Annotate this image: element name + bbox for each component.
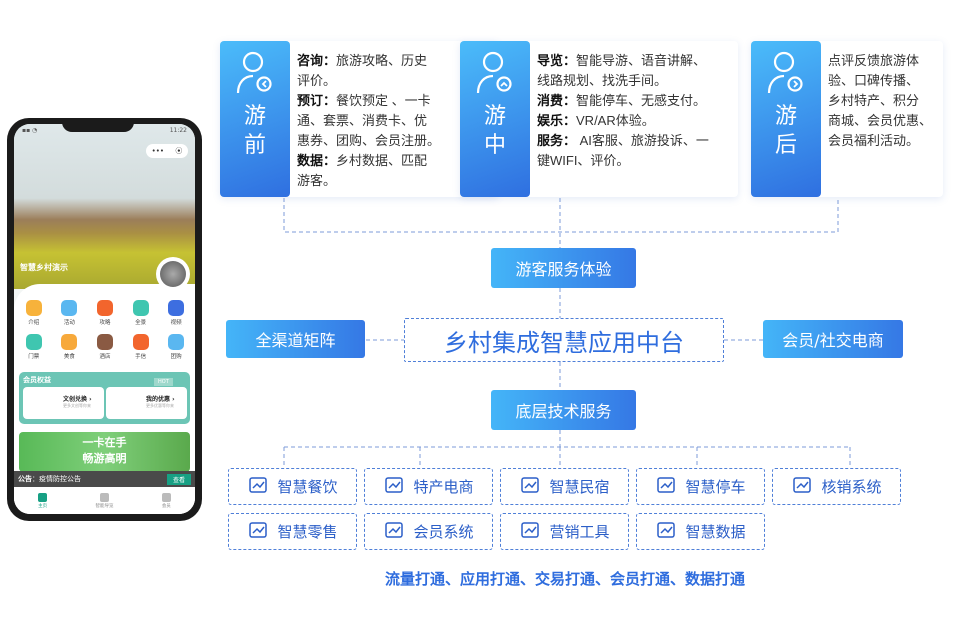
phone-mockup: ▪▪ ◔11:22 ••• ⦿ 智慧乡村演示 介绍活动攻略全景视频门票美食酒店手信… (7, 118, 202, 521)
stage-description: 咨询：旅游攻略、历史评价。预订：餐饮预定 、一卡通、套票、消费卡、优惠券、团购、… (297, 51, 440, 191)
module-8: 营销工具 (500, 513, 629, 550)
stage-card: 游后点评反馈旅游体验、口碑传播、乡村特产、积分商城、会员优惠、会员福利活动。 (751, 41, 943, 197)
stage-line: 验、口碑传播、 (828, 73, 920, 88)
module-2: 特产电商 (364, 468, 493, 505)
module-5: 核销系统 (772, 468, 901, 505)
stage-label: 游中 (460, 41, 530, 197)
module-7: 会员系统 (364, 513, 493, 550)
gear-icon (791, 474, 813, 500)
footer-summary: 流量打通、应用打通、交易打通、会员打通、数据打通 (384, 570, 745, 588)
data-chart-icon (655, 519, 677, 545)
stage-line: 商城、会员优惠、 (828, 113, 933, 128)
parking-icon (655, 474, 677, 500)
tech-service-box: 底层技术服务 (491, 390, 636, 430)
stage-line: 点评反馈旅游体 (828, 53, 920, 68)
user-icon (766, 51, 806, 99)
grid-item[interactable]: 全景 (123, 300, 159, 326)
chart-screen-icon (519, 519, 541, 545)
home-icon (38, 492, 48, 502)
grid-item-icon (61, 300, 78, 316)
user-heart-icon (383, 519, 405, 545)
logo-badge (156, 257, 190, 291)
stage-line: 惠券、团购、会员注册。 (297, 133, 441, 148)
stage-line: 键WIFI、评价。 (537, 153, 630, 168)
stage-description: 点评反馈旅游体验、口碑传播、乡村特产、积分商城、会员优惠、会员福利活动。 (828, 51, 932, 151)
stage-label: 游后 (751, 41, 821, 197)
member-card-coupon[interactable]: 我的优惠 ›更多优惠等你来 (106, 387, 187, 419)
building-icon (519, 474, 541, 500)
stage-label: 游前 (220, 41, 290, 197)
stage-line: 服务： AI客服、旅游投诉、一 (537, 133, 709, 148)
crown-icon (161, 492, 171, 502)
stage-description: 导览：智能导游、语音讲解、线路规划、找洗手间。消费：智能停车、无感支付。娱乐：V… (537, 51, 709, 171)
mini-program-capsule[interactable]: ••• ⦿ (146, 144, 188, 158)
stage-line: 线路规划、找洗手间。 (537, 73, 668, 88)
member-title: 会员权益 (23, 376, 51, 384)
laptop-cart-icon (383, 474, 405, 500)
stage-line: 预订：餐饮预定 、一卡 (297, 93, 431, 108)
stage-line: 导览：智能导游、语音讲解、 (537, 53, 707, 68)
phone-screen: ▪▪ ◔11:22 ••• ⦿ 智慧乡村演示 介绍活动攻略全景视频门票美食酒店手信… (14, 124, 195, 514)
stage-line: 通、套票、消费卡、优 (297, 113, 428, 128)
promo-banner[interactable]: 一卡在手畅游高明 (19, 432, 190, 472)
tab-bar: 主页 智能导览 会员 (14, 487, 195, 514)
hot-badge: HOT (154, 378, 173, 386)
grid-item[interactable]: 介绍 (16, 300, 52, 326)
stage-line: 评价。 (297, 73, 337, 88)
grid-item-icon (61, 334, 78, 350)
module-9: 智慧数据 (636, 513, 765, 550)
integrated-platform-box: 乡村集成智慧应用中台 (404, 318, 724, 362)
stage-line: 咨询：旅游攻略、历史 (297, 53, 428, 68)
member-social-ecommerce-box: 会员/社交电商 (763, 320, 903, 358)
guide-icon (99, 492, 109, 502)
more-icon[interactable]: ••• (151, 147, 165, 155)
grid-item-icon (132, 300, 149, 316)
module-1: 智慧餐饮 (228, 468, 357, 505)
stage-line: 娱乐：VR/AR体验。 (537, 113, 655, 128)
grid-item-icon (25, 300, 42, 316)
member-card-exchange[interactable]: 文创兑换 ›更多文创等你来 (23, 387, 104, 419)
notice-bar: 公告：疫情防控公告查看 (14, 471, 195, 487)
view-button[interactable]: 查看 (166, 473, 191, 485)
grid-item[interactable]: 攻略 (87, 300, 123, 326)
grid-item-icon (168, 300, 185, 316)
omnichannel-box: 全渠道矩阵 (226, 320, 365, 358)
stage-line: 乡村特产、积分 (828, 93, 920, 108)
grid-item[interactable]: 门票 (16, 334, 52, 360)
grid-item[interactable]: 手信 (123, 334, 159, 360)
hero-title: 智慧乡村演示 (20, 263, 68, 272)
stage-line: 游客。 (297, 173, 337, 188)
close-icon[interactable]: ⦿ (175, 147, 183, 155)
stage-line: 消费：智能停车、无感支付。 (537, 93, 707, 108)
tab-member[interactable]: 会员 (161, 492, 171, 509)
tab-home[interactable]: 主页 (38, 492, 48, 509)
stage-line: 会员福利活动。 (828, 133, 920, 148)
grid-item[interactable]: 酒店 (87, 334, 123, 360)
module-6: 智慧零售 (228, 513, 357, 550)
tab-guide[interactable]: 智能导览 (95, 492, 113, 509)
stage-line: 数据：乡村数据、匹配 (297, 153, 428, 168)
basket-icon (247, 519, 269, 545)
module-4: 智慧停车 (636, 468, 765, 505)
stage-card: 游中导览：智能导游、语音讲解、线路规划、找洗手间。消费：智能停车、无感支付。娱乐… (460, 41, 738, 197)
phone-notch (62, 118, 134, 132)
member-benefits: 会员权益 HOT 文创兑换 ›更多文创等你来 我的优惠 ›更多优惠等你来 (19, 372, 190, 424)
module-3: 智慧民宿 (500, 468, 629, 505)
grid-item[interactable]: 团购 (158, 334, 194, 360)
grid-item[interactable]: 视频 (158, 300, 194, 326)
grid-item-icon (132, 334, 149, 350)
user-icon (475, 51, 515, 99)
user-icon (235, 51, 275, 99)
grid-item-icon (25, 334, 42, 350)
stage-card: 游前咨询：旅游攻略、历史评价。预订：餐饮预定 、一卡通、套票、消费卡、优惠券、团… (220, 41, 498, 197)
visitor-experience-box: 游客服务体验 (491, 248, 636, 288)
grid-item[interactable]: 美食 (52, 334, 88, 360)
chef-hat-icon (247, 474, 269, 500)
grid-item-icon (96, 334, 113, 350)
grid-item-icon (168, 334, 185, 350)
grid-item-icon (96, 300, 113, 316)
status-bar: ▪▪ ◔11:22 (22, 127, 187, 134)
function-grid: 介绍活动攻略全景视频门票美食酒店手信团购 (16, 300, 194, 360)
grid-item[interactable]: 活动 (52, 300, 88, 326)
